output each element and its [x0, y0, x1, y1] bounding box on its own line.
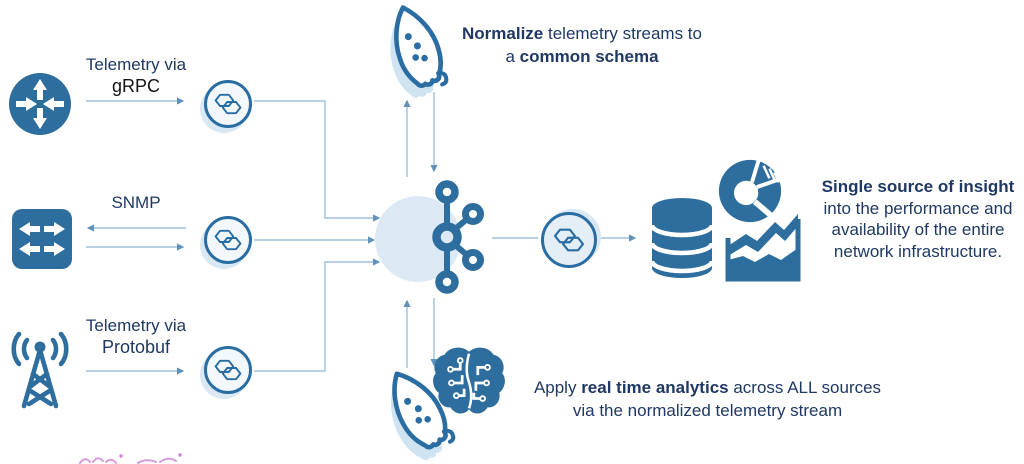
s-hexagon-icon [541, 212, 597, 268]
top-note-bold2: common schema [519, 47, 659, 67]
right-note-line4: network infrastructure. [833, 241, 1003, 261]
source-label-line1: Telemetry via [85, 316, 187, 335]
s-hexagon-icon [204, 80, 252, 128]
right-note-line1: Single source of insight [821, 177, 1015, 196]
connector-badge-2 [200, 216, 252, 269]
connector-badge-4 [541, 209, 601, 268]
source-label-line2: gRPC [111, 76, 160, 97]
kafka-bus-icon [432, 180, 484, 294]
bottom-note-line2: via the normalized telemetry stream [572, 401, 843, 421]
bottom-note-bold: real time analytics [581, 378, 729, 397]
area-chart-icon [725, 214, 801, 282]
bottom-note-rest: across ALL sources [728, 378, 882, 397]
donut-chart-icon [718, 159, 783, 223]
right-note: Single source of insight into the perfor… [812, 176, 1024, 262]
source-label-line2: Protobuf [101, 337, 171, 358]
top-note-pre2: a [505, 47, 520, 67]
source-label-line1: SNMP [111, 193, 161, 212]
connector-badge-3 [200, 346, 252, 399]
bottom-note-pre: Apply [533, 378, 582, 397]
s-hexagon-icon [204, 216, 252, 264]
watermark-fragment [79, 453, 182, 464]
right-note-line2: into the performance and [823, 198, 1013, 218]
router-icon [9, 73, 71, 135]
switch-icon [12, 209, 72, 269]
top-note: Normalize telemetry streams to a common … [437, 22, 727, 69]
source-label-grpc: Telemetry via gRPC [76, 54, 196, 98]
s-hexagon-icon [204, 346, 252, 394]
source-label-protobuf: Telemetry via Protobuf [76, 315, 196, 359]
right-note-line3: availability of the entire [831, 220, 1005, 240]
radio-tower-icon [11, 331, 69, 409]
bottom-note: Apply real time analytics across ALL sou… [525, 376, 890, 423]
ai-brain-circuit-icon [433, 347, 505, 414]
top-note-rest1: telemetry streams to [543, 24, 702, 43]
top-note-bold1: Normalize [462, 24, 544, 43]
source-label-line1: Telemetry via [85, 55, 187, 74]
source-label-snmp: SNMP [76, 192, 196, 213]
database-icon [650, 198, 714, 278]
connector-badge-1 [200, 80, 252, 133]
